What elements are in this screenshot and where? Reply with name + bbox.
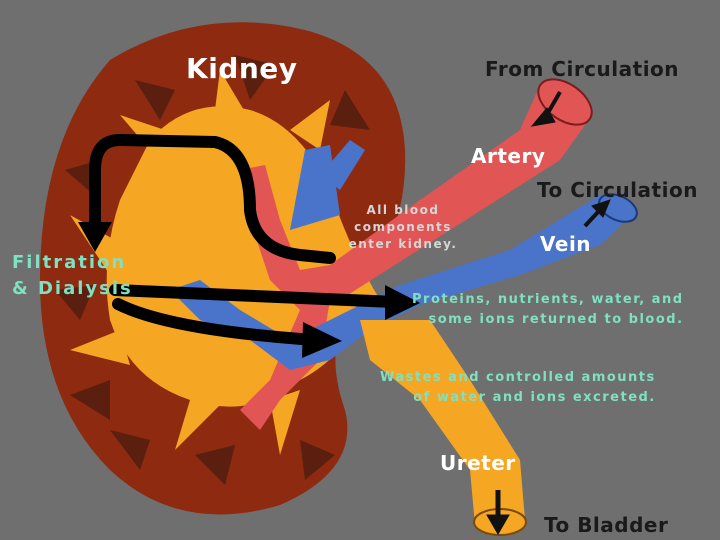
filtration-label-line1: Filtration: [12, 252, 127, 273]
blood-note-line3: enter kidney.: [348, 237, 458, 251]
vessel-direction-arrows: [486, 91, 611, 535]
proteins-note: Proteins, nutrients, water, and some ion…: [412, 290, 684, 330]
blood-note-line1: All blood: [366, 203, 440, 217]
proteins-note-line1: Proteins, nutrients, water, and: [412, 292, 684, 307]
medulla-pyramids: [55, 55, 370, 485]
from-circulation-label: From Circulation: [485, 57, 680, 81]
vein-branch-top: [320, 140, 365, 190]
return-arrowhead: [385, 285, 420, 320]
filtration-label-line2: & Dialysis: [12, 278, 133, 299]
filtration-loop-arrow: [89, 134, 336, 264]
excretion-arrow-shaft: [112, 298, 321, 346]
wastes-note-line1: Wastes and controlled amounts: [380, 370, 656, 385]
vein-label: Vein: [540, 232, 592, 256]
blood-note-line2: components: [354, 220, 452, 234]
proteins-note-line2: some ions returned to blood.: [428, 312, 684, 327]
flow-arrows: [89, 134, 401, 346]
arrowheads: [78, 222, 420, 358]
ureter-label: Ureter: [440, 451, 516, 475]
ureter-vessel: [360, 320, 525, 525]
wastes-note: Wastes and controlled amounts of water a…: [380, 368, 656, 408]
kidney-title: Kidney: [186, 52, 298, 85]
vein-vessel: [170, 195, 632, 370]
artery-opening: [537, 78, 593, 126]
filtration-label: Filtration & Dialysis: [12, 250, 133, 302]
to-bladder-label: To Bladder: [544, 513, 669, 537]
vein-outflow-arrow: [583, 210, 600, 228]
to-circulation-label: To Circulation: [537, 178, 698, 202]
artery-label: Artery: [471, 144, 546, 168]
return-arrow-shaft: [109, 284, 401, 308]
filtration-arrowhead: [78, 222, 112, 252]
wastes-note-line2: of water and ions excreted.: [413, 390, 656, 405]
excretion-arrowhead: [302, 322, 342, 358]
blood-components-note: All blood components enter kidney.: [334, 202, 472, 253]
